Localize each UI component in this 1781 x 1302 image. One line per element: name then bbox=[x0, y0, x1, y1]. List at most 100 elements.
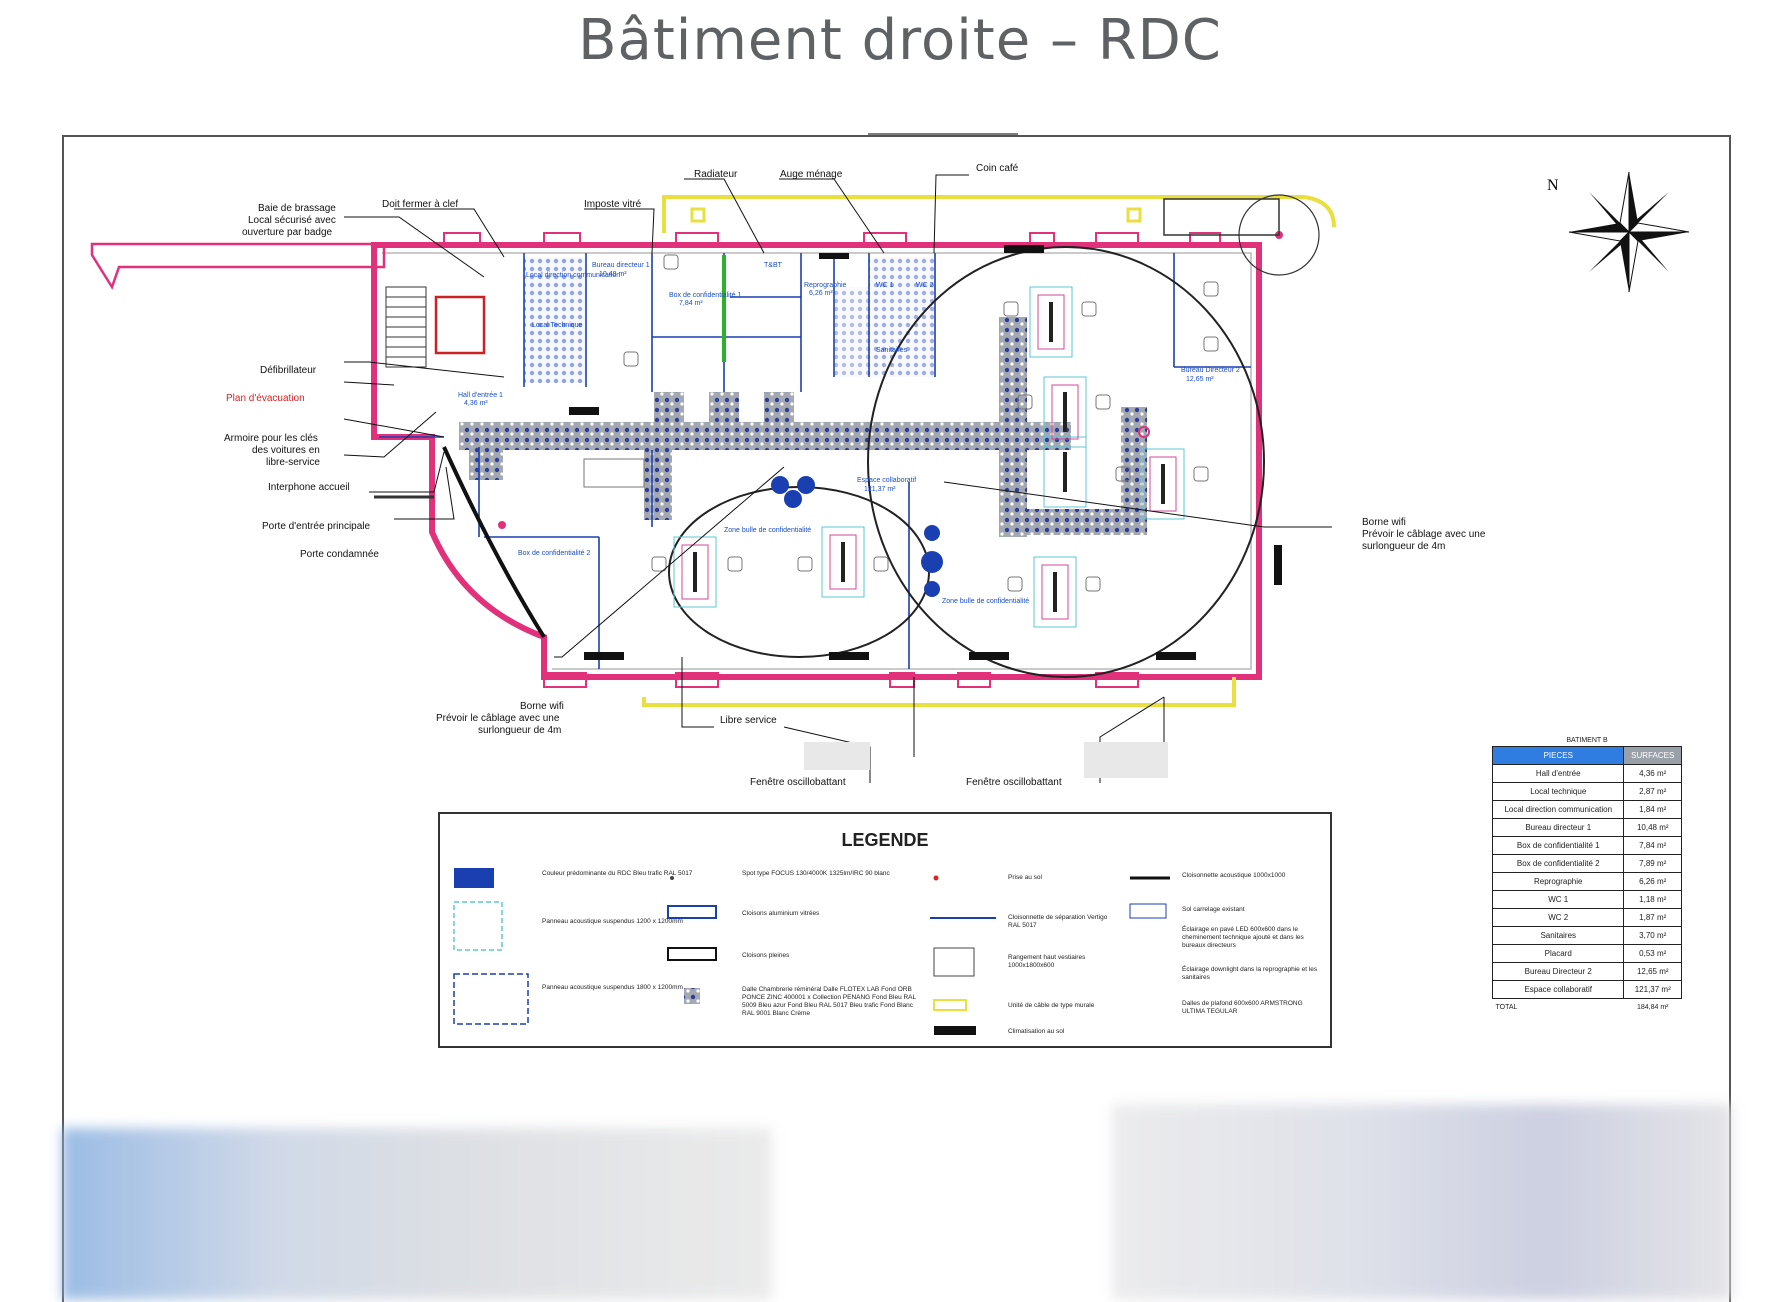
table-total-row: TOTAL 184,84 m² bbox=[1493, 999, 1682, 1017]
room-zone-bulle1: Zone bulle de confidentialité bbox=[724, 527, 811, 534]
label-imposte-vitre: Imposte vitré bbox=[584, 199, 642, 210]
room-wc1: WC 1 bbox=[876, 282, 894, 289]
label-cablage-left-1: Prévoir le câblage avec une bbox=[436, 713, 560, 724]
legend-symbols bbox=[453, 868, 1170, 1035]
room-sanitaires: Sanitaires bbox=[876, 347, 908, 354]
label-local-securise: Local sécurisé avec bbox=[248, 215, 336, 226]
table-header-pieces: PIECES bbox=[1491, 746, 1625, 765]
total-label: TOTAL bbox=[1495, 1004, 1518, 1011]
label-armoire-2: des voitures en bbox=[252, 445, 320, 456]
room-bureau-dir1-area: 10,48 m² bbox=[599, 271, 627, 278]
title-underline bbox=[868, 133, 1018, 136]
label-cablage-left-2: surlongueur de 4m bbox=[478, 725, 561, 736]
legend-item-panneau-2: Panneau acoustique suspendus 1800 x 1200… bbox=[542, 984, 683, 991]
label-coin-cafe: Coin café bbox=[976, 163, 1019, 174]
building-walls bbox=[90, 194, 1336, 707]
room-bureau-dir2: Bureau Directeur 2 bbox=[1181, 367, 1240, 374]
label-armoire-3: libre-service bbox=[266, 457, 320, 468]
legend-title: LEGENDE bbox=[841, 830, 929, 850]
room-hall-area: 4,36 m² bbox=[464, 400, 488, 407]
label-fenetre-2: Fenêtre oscillobattant bbox=[966, 777, 1062, 788]
legend-item-rangement: Rangement haut vestiaires 1000x1800x600 bbox=[1008, 954, 1086, 969]
legend-item-panneau-1: Panneau acoustique suspendus 1200 x 1200… bbox=[542, 918, 683, 925]
room-reprographie: Reprographie bbox=[804, 282, 847, 289]
partitions bbox=[374, 253, 1251, 669]
entrance-staircase bbox=[385, 286, 486, 368]
room-zone-bulle2: Zone bulle de confidentialité bbox=[942, 598, 1029, 605]
north-label: N bbox=[1547, 177, 1559, 194]
legend-item-prise-sol: Prise au sol bbox=[1008, 874, 1042, 881]
circulation-walkway bbox=[459, 317, 1147, 537]
room-local-direction: Local direction communication bbox=[526, 272, 620, 279]
legend-item-cloisonnette-acoustique: Cloisonnette acoustique 1000x1000 bbox=[1182, 872, 1286, 879]
legend-item-dalle: Dalle Chambrerie réminéral Dalle FLOTEX … bbox=[742, 986, 916, 1017]
legend-item-eclairage-led: Éclairage en pavé LED 600x600 dans le ch… bbox=[1182, 926, 1304, 949]
label-porte-condamnee: Porte condamnée bbox=[300, 549, 379, 560]
room-bureau-dir2-area: 12,65 m² bbox=[1186, 376, 1214, 383]
blurred-thumbnail-left bbox=[62, 1128, 772, 1300]
room-local-technique: Local Technique bbox=[532, 322, 583, 329]
table-caption: BATIMENT B bbox=[1566, 736, 1608, 744]
room-wc2: WC 2 bbox=[916, 282, 934, 289]
label-defibrillateur: Défibrillateur bbox=[260, 365, 317, 376]
table-header-surfaces: SURFACES bbox=[1623, 746, 1682, 765]
label-borne-wifi-right: Borne wifi bbox=[1362, 517, 1406, 528]
legend-item-dalles-plafond: Dalles de plafond 600x600 ARMSTRONG ULTI… bbox=[1182, 1000, 1303, 1015]
legend-box: LEGENDE Couleur prédominante du RDC Bleu… bbox=[438, 812, 1332, 1048]
legend-item-spot: Spot type FOCUS 130/4000K 1325lm/IRC 90 … bbox=[742, 870, 890, 877]
blurred-thumbnail-right bbox=[1112, 1104, 1732, 1300]
total-value: 184,84 m² bbox=[1636, 1004, 1669, 1011]
room-labels: Hall d'entrée 1 4,36 m² Local direction … bbox=[458, 262, 1240, 605]
room-bureau-dir1: Bureau directeur 1 bbox=[592, 262, 650, 269]
room-hall: Hall d'entrée 1 bbox=[458, 392, 503, 399]
label-cablage-right-1: Prévoir le câblage avec une bbox=[1362, 529, 1486, 540]
legend-item-cloisons-pleines: Cloisons pleines bbox=[742, 952, 790, 959]
room-tisane: T&BT bbox=[764, 262, 783, 269]
surfaces-table: BATIMENT B PIECES SURFACES Hall d'entrée… bbox=[1491, 734, 1682, 1017]
room-reprographie-area: 6,26 m² bbox=[809, 290, 833, 297]
legend-item-cable-murale: Unité de câble de type murale bbox=[1008, 1002, 1095, 1009]
label-radiateur: Radiateur bbox=[694, 169, 738, 180]
label-fenetre-1: Fenêtre oscillobattant bbox=[750, 777, 846, 788]
label-interphone: Interphone accueil bbox=[268, 482, 350, 493]
legend-item-sol-carrelage: Sol carrelage existant bbox=[1182, 906, 1245, 913]
page-title: Bâtiment droite – RDC bbox=[578, 8, 1222, 73]
label-doit-fermer: Doit fermer à clef bbox=[382, 199, 458, 210]
room-espace-collab: Espace collaboratif bbox=[857, 477, 916, 484]
callout-lines bbox=[343, 174, 1332, 783]
label-borne-wifi-left: Borne wifi bbox=[520, 701, 564, 712]
north-compass-icon: N bbox=[1547, 171, 1690, 293]
label-auge-menage: Auge ménage bbox=[780, 169, 843, 180]
callout-labels: Baie de brassage Local sécurisé avec ouv… bbox=[224, 163, 1486, 788]
legend-item-climatisation: Climatisation au sol bbox=[1008, 1028, 1065, 1035]
legend-item-eclairage-downlight: Éclairage downlight dans la reprographie… bbox=[1182, 966, 1318, 981]
workstation-clusters bbox=[498, 245, 1282, 660]
floor-plan: Hall d'entrée 1 4,36 m² Local direction … bbox=[90, 163, 1690, 788]
room-box-conf1-area: 7,84 m² bbox=[679, 300, 703, 307]
room-espace-collab-area: 121,37 m² bbox=[864, 486, 896, 493]
label-porte-principale: Porte d'entrée principale bbox=[262, 521, 371, 532]
label-baie-brassage: Baie de brassage bbox=[258, 203, 336, 214]
label-libre-service: Libre service bbox=[720, 715, 777, 726]
label-armoire-1: Armoire pour les clés bbox=[224, 433, 318, 444]
legend-item-cloisons-vitrees: Cloisons aluminium vitrées bbox=[742, 910, 820, 917]
tiled-rooms bbox=[524, 257, 935, 383]
room-box-conf2: Box de confidentialité 2 bbox=[518, 550, 590, 557]
legend-item-cloisonnette-separation: Cloisonnette de séparation Vertigo RAL 5… bbox=[1008, 914, 1108, 929]
label-cablage-right-2: surlongueur de 4m bbox=[1362, 541, 1445, 552]
label-plan-evacuation: Plan d'évacuation bbox=[226, 393, 305, 404]
label-ouverture-badge: ouverture par badge bbox=[242, 227, 333, 238]
